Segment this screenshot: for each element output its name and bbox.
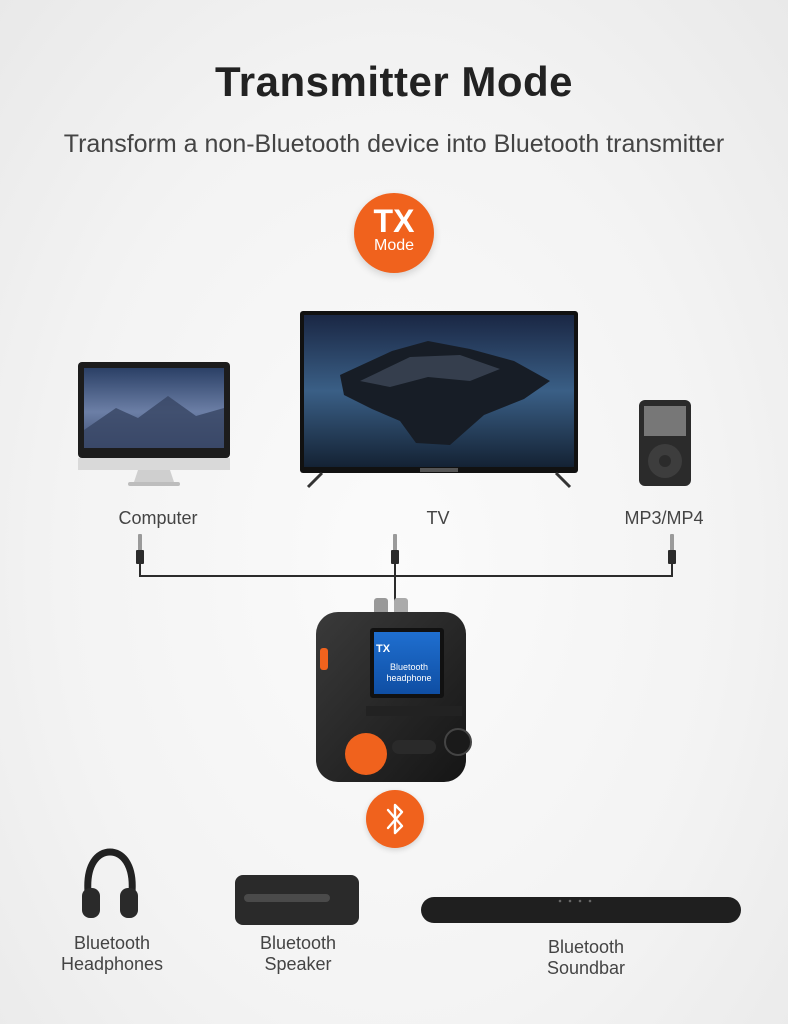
page-subtitle: Transform a non-Bluetooth device into Bl… (63, 130, 725, 158)
source-label-computer: Computer (118, 508, 198, 528)
page-title: Transmitter Mode (214, 58, 574, 105)
bluetooth-badge (366, 790, 424, 848)
soundbar-icon (420, 894, 742, 926)
headphones-icon (80, 846, 140, 922)
transmitter-device (306, 594, 478, 784)
target-label-speaker: Bluetooth Speaker (238, 933, 358, 975)
target-label-soundbar: Bluetooth Soundbar (526, 937, 646, 979)
target-label-headphones-line2: Headphones (60, 954, 164, 974)
target-label-soundbar-line2: Soundbar (546, 958, 626, 978)
tx-badge-subtext: Mode (373, 237, 415, 254)
source-label-tv: TV (426, 508, 450, 528)
target-label-soundbar-line1: Bluetooth (547, 937, 625, 957)
target-label-headphones-line1: Bluetooth (73, 933, 151, 953)
tx-mode-badge: TX Mode (354, 193, 434, 273)
tx-badge-text: TX (373, 203, 415, 239)
device-screen-mode: TX (376, 643, 391, 655)
target-label-headphones: Bluetooth Headphones (52, 933, 172, 975)
target-label-speaker-line1: Bluetooth (259, 933, 337, 953)
mp3-player-icon (638, 399, 692, 487)
speaker-icon (234, 874, 360, 926)
source-label-mp3: MP3/MP4 (624, 508, 704, 528)
computer-icon (76, 360, 232, 488)
device-screen-line2: Bluetooth (389, 662, 429, 672)
tv-icon (300, 311, 578, 489)
bluetooth-icon (386, 803, 404, 835)
device-screen-line3: headphone (386, 673, 432, 683)
target-label-speaker-line2: Speaker (264, 954, 332, 974)
